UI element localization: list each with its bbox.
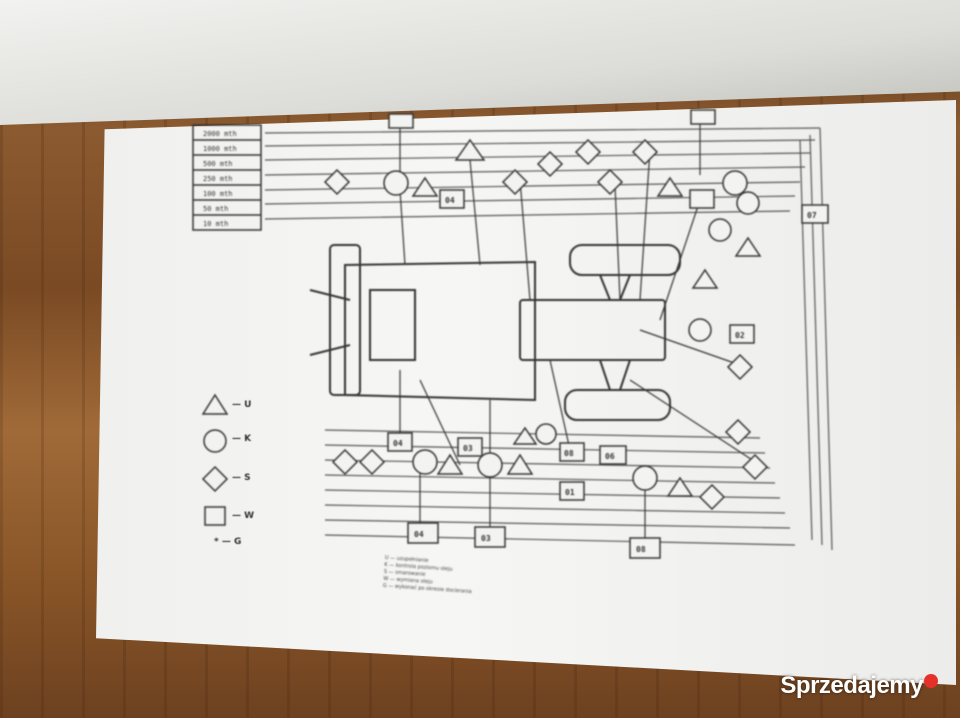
bottom-box-label: 04 <box>414 530 424 539</box>
interval-250: 250 mth <box>203 175 233 183</box>
interval-50: 50 mth <box>203 205 228 213</box>
box-label: 03 <box>463 444 473 453</box>
interval-500: 500 mth <box>203 160 233 168</box>
box-label: 02 <box>735 331 745 340</box>
box-label: 06 <box>605 452 615 461</box>
box-label: 07 <box>807 211 817 220</box>
legend-symbols <box>201 393 229 526</box>
box-label: 04 <box>393 439 403 448</box>
watermark-dot-icon <box>924 674 938 688</box>
bottom-box-label: 08 <box>636 545 646 554</box>
bottom-box-3 <box>629 537 661 559</box>
legend-label-W: — W <box>232 511 255 521</box>
triangle-icon <box>201 393 229 415</box>
tractor-outline <box>309 244 681 421</box>
box-label: 08 <box>564 449 574 458</box>
box-label: 01 <box>565 488 575 497</box>
bottom-box-1 <box>407 522 439 544</box>
circle-icon <box>203 429 227 453</box>
interval-10: 10 mth <box>203 220 228 228</box>
box-label: 04 <box>445 196 455 205</box>
legend-label-K: — K <box>232 434 252 444</box>
diamond-icon <box>201 465 229 493</box>
interval-100: 100 mth <box>203 190 233 198</box>
legend-label-G: * — G <box>214 537 242 547</box>
manual-page <box>96 100 956 685</box>
watermark-logo: Sprzedajemy <box>780 672 938 700</box>
legend-label-S: — S <box>232 473 251 483</box>
legend-label-U: — U <box>232 400 252 410</box>
interval-1000: 1000 mth <box>203 145 237 153</box>
interval-2000: 2000 mth <box>203 130 237 138</box>
interval-table <box>192 124 262 231</box>
bottom-box-2 <box>474 526 506 548</box>
watermark-text: Sprzedajemy <box>780 672 923 699</box>
square-icon <box>204 506 226 526</box>
bottom-box-label: 03 <box>481 534 491 543</box>
